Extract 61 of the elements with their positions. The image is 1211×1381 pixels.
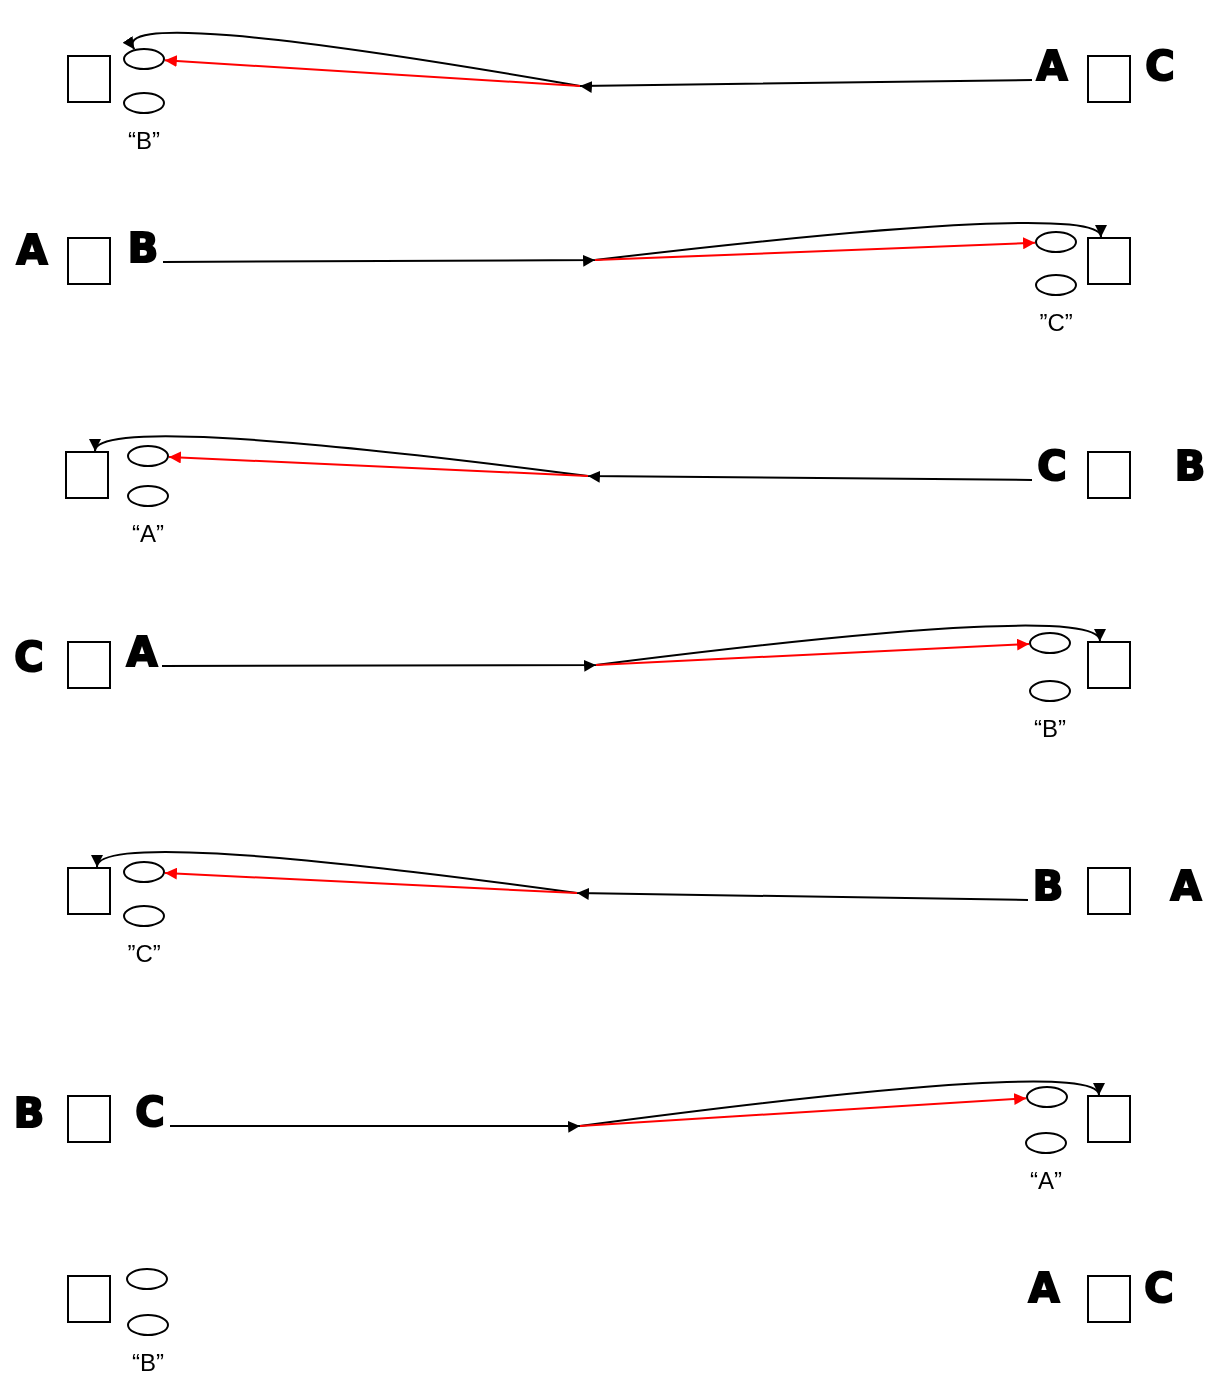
letter-label: C bbox=[13, 635, 45, 679]
ellipse-shape bbox=[1029, 632, 1071, 654]
ellipse-shape bbox=[123, 905, 165, 927]
ellipse-shape bbox=[127, 1314, 169, 1336]
letter-label: C bbox=[1032, 444, 1072, 488]
arrow bbox=[161, 624, 1106, 672]
arrow bbox=[169, 1080, 1105, 1133]
square-box bbox=[67, 867, 111, 915]
letter-label: A bbox=[122, 630, 162, 674]
ellipse-shape bbox=[127, 485, 169, 507]
arrow bbox=[167, 451, 589, 477]
letter-label: A bbox=[1027, 1266, 1061, 1310]
ellipse-shape bbox=[1025, 1132, 1067, 1154]
square-box bbox=[65, 451, 109, 499]
square-box bbox=[1087, 867, 1131, 915]
ellipse-shape bbox=[1029, 680, 1071, 702]
arrow bbox=[579, 1093, 1028, 1127]
arrow bbox=[123, 31, 1033, 93]
ellipse-shape bbox=[127, 445, 169, 467]
square-box bbox=[67, 55, 111, 103]
arrow bbox=[162, 222, 1107, 267]
letter-label: C bbox=[1143, 1266, 1175, 1310]
square-box bbox=[67, 641, 111, 689]
letter-label: A bbox=[1032, 44, 1072, 88]
ellipse-shape bbox=[1026, 1086, 1068, 1108]
letter-label: A bbox=[15, 228, 49, 272]
square-box bbox=[1087, 237, 1131, 285]
square-box bbox=[1087, 55, 1131, 103]
square-box bbox=[1087, 451, 1131, 499]
square-box bbox=[67, 1095, 111, 1143]
arrow bbox=[163, 55, 581, 87]
letter-label: B bbox=[1028, 864, 1068, 908]
arrow bbox=[595, 638, 1031, 666]
quoted-caption: “B” bbox=[132, 1350, 164, 1376]
arrow bbox=[89, 435, 1033, 483]
arrow bbox=[594, 237, 1037, 261]
letter-label: A bbox=[1169, 864, 1203, 908]
quoted-caption: “B” bbox=[128, 128, 160, 154]
quoted-caption: “A” bbox=[132, 521, 164, 547]
arrow bbox=[163, 867, 578, 894]
ellipse-shape bbox=[1035, 231, 1077, 253]
arrow bbox=[91, 851, 1029, 901]
letter-label: B bbox=[1173, 444, 1207, 488]
letter-label: C bbox=[1144, 44, 1176, 88]
quoted-caption: ”C” bbox=[127, 941, 161, 967]
square-box bbox=[67, 237, 111, 285]
quoted-caption: “A” bbox=[1030, 1168, 1062, 1194]
letter-label: B bbox=[12, 1091, 46, 1135]
square-box bbox=[1087, 641, 1131, 689]
letter-label: B bbox=[123, 226, 163, 270]
letter-label: C bbox=[130, 1090, 170, 1134]
ellipse-shape bbox=[123, 48, 165, 70]
quoted-caption: “B” bbox=[1034, 716, 1066, 742]
ellipse-shape bbox=[123, 861, 165, 883]
ellipse-shape bbox=[126, 1268, 168, 1290]
square-box bbox=[1087, 1095, 1131, 1143]
ellipse-shape bbox=[1035, 274, 1077, 296]
quoted-caption: ”C” bbox=[1039, 310, 1073, 336]
ellipse-shape bbox=[123, 92, 165, 114]
square-box bbox=[1087, 1275, 1131, 1323]
square-box bbox=[67, 1275, 111, 1323]
